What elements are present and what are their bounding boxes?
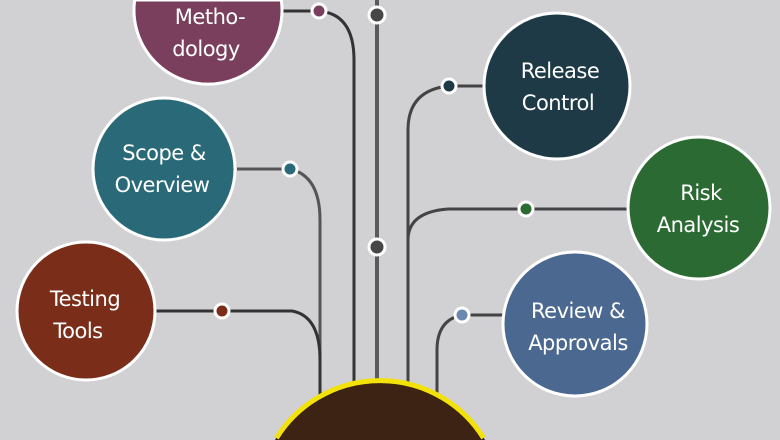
node-testing (15, 240, 157, 382)
hub-circle (274, 379, 486, 440)
dot-testing (213, 302, 231, 320)
dot-methodology (310, 2, 328, 20)
dot-release (440, 77, 458, 95)
label-release-2: Control (522, 91, 594, 115)
label-review-2: Approvals (528, 331, 628, 355)
connector-scope (237, 167, 322, 400)
label-methodology-1: Metho- (175, 5, 245, 29)
dot-trunk-top (367, 5, 387, 25)
label-release-1: Release (521, 59, 600, 83)
connector-review (435, 313, 503, 400)
label-risk-1: Risk (680, 181, 723, 205)
label-scope-2: Overview (115, 173, 210, 197)
node-risk (626, 135, 772, 281)
label-methodology-2: dology (172, 37, 240, 61)
label-scope-1: Scope & (122, 141, 206, 165)
label-testing-2: Tools (52, 319, 102, 343)
node-methodology (132, 0, 284, 86)
connector-risk (406, 207, 628, 241)
node-circles (15, 0, 772, 398)
connector-release (406, 84, 484, 400)
dot-risk (517, 200, 535, 218)
connector-dots (213, 2, 535, 324)
node-scope (91, 96, 237, 242)
label-testing-1: Testing (49, 287, 120, 311)
connector-testing (155, 309, 322, 400)
node-labels: Metho- dology Scope & Overview Testing T… (49, 5, 740, 355)
hub (274, 378, 486, 440)
label-review-1: Review & (531, 299, 625, 323)
node-review (501, 250, 649, 398)
dot-review (453, 306, 471, 324)
label-risk-2: Analysis (657, 213, 740, 237)
hub-ring (274, 378, 486, 440)
node-release (482, 11, 632, 161)
dot-scope (281, 160, 299, 178)
dot-trunk-mid (367, 237, 387, 257)
